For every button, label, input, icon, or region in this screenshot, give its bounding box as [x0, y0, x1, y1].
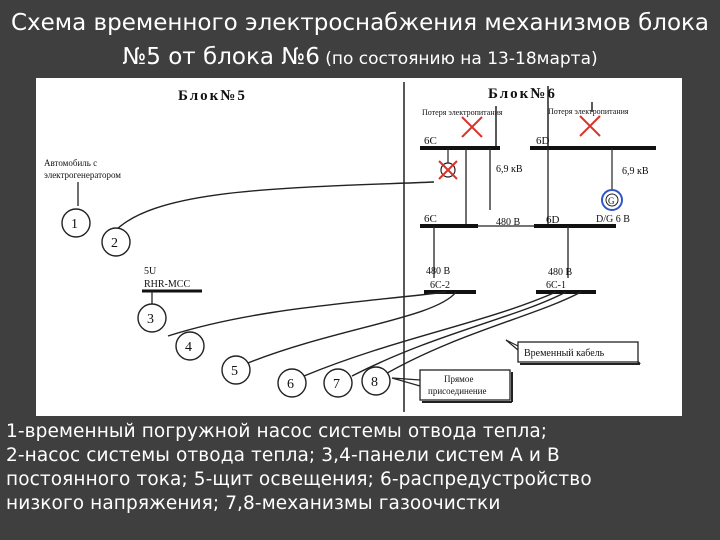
cable-to-6: [303, 291, 557, 377]
svg-text:5: 5: [231, 364, 238, 379]
loss-cross-2: [579, 115, 601, 137]
block6-label: Блок№6: [488, 86, 557, 102]
diagram-svg: Блок№5 Блок№6 Потеря электропитания Поте…: [44, 82, 656, 412]
svg-text:6: 6: [287, 377, 294, 392]
bus-6c2-label: 6C-2: [430, 280, 450, 291]
cable-to-8: [381, 291, 582, 377]
caption-num-2: 2: [6, 445, 18, 466]
block5-label: Блок№5: [178, 88, 247, 104]
voltage-6-9-left: 6,9 кВ: [496, 164, 523, 175]
title-line-2: №5 от блока №6 (по состоянию на 13-18мар…: [0, 40, 720, 76]
bus-6c-mid-label: 6C: [424, 213, 437, 225]
caption-line-3: постоянного тока; 5-щит освещения; 6-рас…: [6, 468, 718, 492]
svg-text:1: 1: [71, 217, 78, 232]
node-6: 6: [277, 368, 307, 398]
generator-symbol: G: [608, 196, 615, 206]
caption-text-34: -панели систем А и В: [350, 445, 560, 466]
loss-cross-3: [438, 160, 458, 180]
callout-temporary-cable: Временный кабель: [505, 339, 641, 365]
caption-num-34: 3,4: [321, 445, 351, 466]
loss-cross-1: [461, 116, 483, 138]
caption-text-1: -временный погружной насос системы отвод…: [17, 421, 548, 442]
power-supply-diagram: Блок№5 Блок№6 Потеря электропитания Поте…: [36, 78, 682, 416]
svg-text:3: 3: [147, 312, 154, 327]
caption-num-5: 5: [193, 469, 206, 490]
bus-6c-top-label: 6C: [424, 135, 437, 147]
voltage-480-left: 480 B: [426, 266, 451, 277]
voltage-480-mid: 480 B: [496, 217, 521, 228]
svg-text:8: 8: [371, 375, 378, 390]
dg-6b-label: D/G 6 B: [596, 214, 630, 225]
caption-text-78: -механизмы газоочистки: [254, 493, 501, 514]
caption-num-1: 1: [6, 421, 18, 442]
label-rhr-mcc: RHR-MCC: [144, 279, 190, 290]
node-7: 7: [323, 368, 353, 398]
generator-dg-ring-icon: [601, 189, 623, 211]
voltage-6-9-right: 6,9 кВ: [622, 166, 649, 177]
bus-6d-mid-label: 6D: [546, 214, 560, 226]
node-1: 1: [61, 208, 91, 238]
node-5: 5: [221, 355, 251, 385]
caption-text-6: -распредустройство: [391, 469, 592, 490]
generator-dg-icon: [605, 193, 619, 207]
direct-connection-text-2: присоединение: [428, 386, 486, 396]
title-line-2-main: №5 от блока №6: [122, 44, 320, 70]
node-3: 3: [137, 303, 167, 333]
loss-power-label-1: Потеря электропитания: [422, 108, 503, 117]
cable-to-4: [167, 291, 447, 337]
callout-direct-connection: Прямое присоединение: [391, 369, 513, 403]
caption-line-1: 1-временный погружной насос системы отво…: [6, 420, 718, 444]
node-8: 8: [361, 366, 391, 396]
caption-line-4: низкого напряжения; 7,8-механизмы газооч…: [6, 492, 718, 516]
bus-6c1-label: 6C-1: [546, 280, 566, 291]
caption-text-2: -насос системы отвода тепла;: [17, 445, 322, 466]
generator-car-label-1: Автомобиль с: [44, 158, 97, 168]
cable-to-5: [247, 291, 457, 364]
legend-caption: 1-временный погружной насос системы отво…: [6, 420, 718, 516]
label-5u: 5U: [144, 266, 157, 277]
direct-connection-text-1: Прямое: [444, 374, 473, 384]
node-2: 2: [101, 227, 131, 257]
temporary-cables: [113, 181, 582, 377]
caption-text-6b: низкого напряжения;: [6, 493, 226, 514]
svg-text:2: 2: [111, 236, 118, 251]
voltage-480-right: 480 B: [548, 267, 573, 278]
caption-num-78: 7,8: [225, 493, 255, 514]
caption-num-6: 6: [379, 469, 392, 490]
title-line-2-date: (по состоянию на 13-18марта): [319, 49, 598, 69]
generator-car-label-2: электрогенератором: [44, 170, 121, 180]
title-line-1: Схема временного электроснабжения механи…: [10, 10, 710, 36]
bus-6d-top-label: 6D: [536, 135, 550, 147]
slide-title: Схема временного электроснабжения механи…: [0, 6, 720, 76]
caption-text-34b: постоянного тока;: [6, 469, 194, 490]
loss-power-label-2: Потеря электропитания: [548, 107, 629, 116]
cable-to-2: [113, 181, 435, 233]
caption-line-2: 2-насос системы отвода тепла; 3,4-панели…: [6, 444, 718, 468]
cable-to-7: [351, 291, 567, 377]
svg-text:4: 4: [185, 340, 192, 355]
node-4: 4: [175, 331, 205, 361]
temp-cable-text: Временный кабель: [524, 348, 605, 359]
caption-text-5: -щит освещения;: [205, 469, 380, 490]
svg-text:7: 7: [333, 377, 340, 392]
